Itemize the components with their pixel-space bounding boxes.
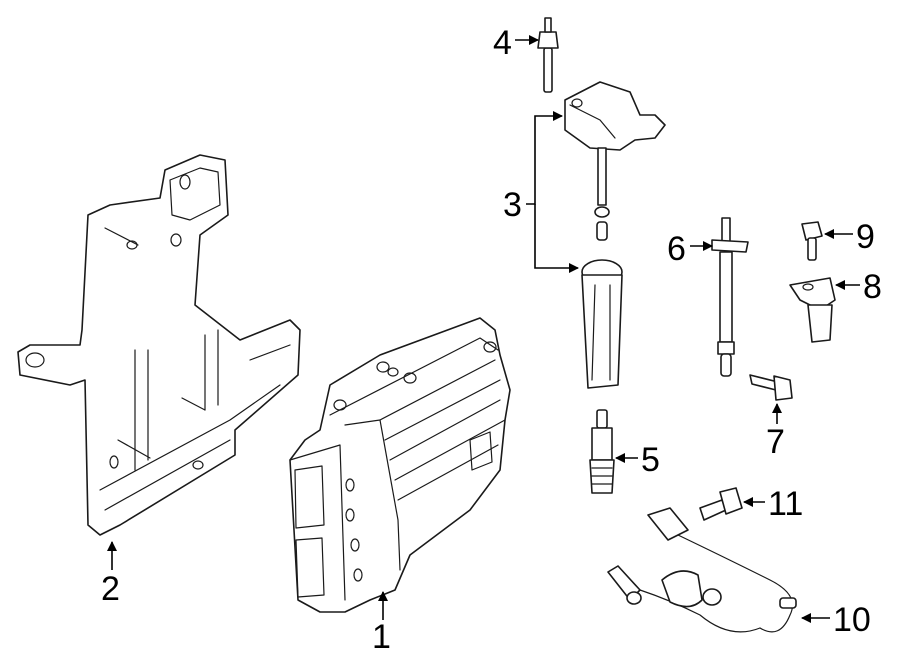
callout-6: 6: [667, 230, 686, 268]
wiring-harness: [607, 507, 797, 633]
leader-lines: [107, 35, 860, 623]
bolt-7: [749, 374, 793, 401]
mounting-bracket: [17, 154, 301, 536]
leader-3b: [534, 204, 579, 273]
coil-boot: [581, 259, 623, 389]
callout-10: 10: [833, 601, 871, 639]
sensor-8: [789, 277, 836, 343]
callout-2: 2: [101, 570, 120, 608]
callout-7: 7: [766, 423, 785, 461]
leader-3: [526, 111, 563, 205]
bolt-11: [699, 487, 743, 521]
engine-control-module: [289, 317, 511, 613]
coil-bolt: [537, 17, 559, 93]
callout-labels: 1 2 3 4 5 6 7 8 9 10 11: [101, 24, 882, 656]
ignition-coil: [564, 81, 666, 241]
callout-9: 9: [856, 218, 875, 256]
callout-3: 3: [503, 186, 522, 224]
callout-1: 1: [372, 618, 391, 656]
callout-11: 11: [768, 485, 803, 523]
callout-4: 4: [493, 24, 512, 62]
small-bolt-9: [801, 221, 823, 261]
stud-sensor: [711, 217, 749, 377]
spark-plug: [589, 409, 615, 494]
callout-5: 5: [641, 441, 660, 479]
callout-8: 8: [863, 268, 882, 306]
